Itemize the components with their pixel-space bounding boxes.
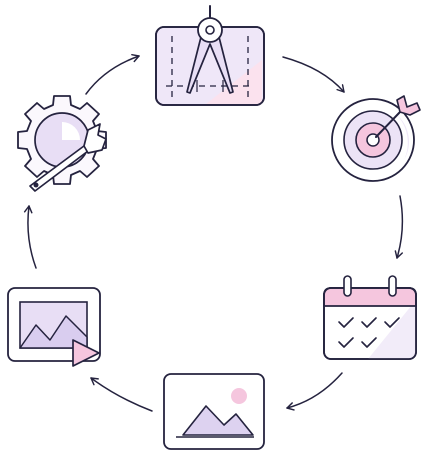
gear-with-wrench-icon xyxy=(17,95,107,192)
calendar-with-checkmarks-icon xyxy=(323,275,417,360)
arrow-video-to-gear xyxy=(23,205,37,269)
drafting-compass-blueprint-icon xyxy=(155,5,265,106)
arrow-target-to-calendar xyxy=(394,195,404,259)
arrow-compass-to-target xyxy=(282,56,345,93)
landscape-picture-with-sun-icon xyxy=(163,373,265,450)
arrow-calendar-to-landscape xyxy=(286,372,343,411)
arrow-gear-to-compass xyxy=(85,53,140,95)
arrow-landscape-to-video xyxy=(90,377,153,412)
cycle-arrows xyxy=(23,53,404,412)
picture-with-play-button-icon xyxy=(7,287,101,367)
target-with-arrow-icon xyxy=(331,95,421,182)
